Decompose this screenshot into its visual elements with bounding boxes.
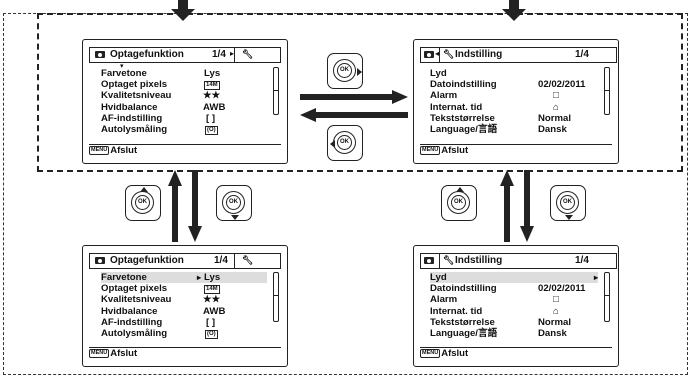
menu-row-alarm[interactable]: Alarm□ (430, 294, 559, 306)
menu-button-icon: MENU (89, 145, 110, 155)
menu-row-kvalitetsniveau[interactable]: Kvalitetsniveau★★ (101, 294, 221, 306)
ok-button-down-left-icon[interactable]: OK (216, 185, 252, 221)
page-indicator: 1/4 (575, 255, 589, 266)
arrow-to-setup (300, 90, 408, 104)
header-bar: Optagefunktion 1/4 🔧︎ (88, 252, 281, 269)
entry-arrow-left (171, 0, 195, 21)
ok-button-down-right-icon[interactable]: OK (550, 185, 586, 221)
menu-row-af-indstilling[interactable]: AF-indstilling[ ] (101, 112, 216, 124)
ok-button-up-right-icon[interactable]: OK (441, 185, 477, 221)
arrow-down-right (520, 170, 534, 242)
header-bar: 🔧︎ Indstilling 1/4 (420, 252, 617, 269)
selection-arrow-icon: ▸ (594, 273, 599, 282)
camera-icon (424, 51, 434, 58)
menu-row-autolysmaaling[interactable]: Autolysmåling(O) (101, 327, 218, 339)
arrow-down-left (188, 170, 202, 242)
ok-button-left-icon[interactable]: OK (327, 125, 363, 161)
exit-label[interactable]: Afslut (110, 348, 138, 359)
menu-row-internat-tid[interactable]: Internat. tid⌂ (430, 101, 559, 113)
menu-row-af-indstilling[interactable]: AF-indstilling[ ] (101, 316, 216, 328)
down-arrow-icon (231, 215, 239, 220)
menu-row-internat-tid[interactable]: Internat. tid⌂ (430, 305, 559, 317)
selection-arrow-icon: ▸ (197, 273, 202, 282)
camera-icon (95, 257, 105, 264)
menu-button-icon: MENU (89, 348, 110, 358)
header-bar: Optagefunktion 1/4 ▸ 🔧︎ (88, 46, 281, 63)
menu-row-farvetone[interactable]: Farvetone▸Lys (101, 272, 267, 284)
wrench-icon: 🔧︎ (443, 255, 455, 265)
header-title: Optagefunktion (110, 255, 184, 266)
menu-row-lyd[interactable]: Lyd (430, 68, 447, 79)
up-arrow-icon (140, 187, 148, 192)
menu-row-alarm[interactable]: Alarm□ (430, 90, 559, 102)
arrow-up-right (500, 170, 514, 242)
exit-label[interactable]: Afslut (110, 145, 138, 156)
menu-button-icon: MENU (420, 348, 441, 358)
ok-button-up-left-icon[interactable]: OK (125, 185, 161, 221)
wrench-icon[interactable]: 🔧︎ (242, 255, 254, 265)
header-title: Optagefunktion (110, 49, 184, 60)
exit-label[interactable]: Afslut (441, 348, 469, 359)
tab-prev-arrow-icon: ◂ (435, 49, 440, 58)
page-indicator: 1/4 (575, 49, 589, 60)
ok-button-right-icon[interactable]: OK (327, 53, 363, 89)
arrow-to-recording (300, 108, 408, 122)
page-indicator: 1/4 (214, 255, 228, 266)
tab-next-arrow-icon: ▸ (230, 49, 235, 58)
scrollbar[interactable] (273, 67, 279, 115)
scrollbar[interactable] (273, 272, 279, 322)
wrench-icon[interactable]: 🔧︎ (242, 49, 254, 59)
menu-row-autolysmaaling[interactable]: Autolysmåling(O) (101, 123, 218, 135)
menu-button-icon: MENU (420, 145, 441, 155)
right-arrow-icon (357, 68, 362, 76)
wrench-icon: 🔧︎ (443, 49, 455, 59)
header-title: Indstilling (455, 49, 503, 60)
header-title: Indstilling (455, 255, 503, 266)
header-bar: ◂ 🔧︎ Indstilling 1/4 (420, 46, 617, 63)
cursor-down-icon: ▾ (120, 63, 124, 70)
scrollbar[interactable] (604, 67, 610, 115)
menu-row-lyd[interactable]: Lyd▸ (430, 272, 599, 284)
camera-icon (95, 51, 105, 58)
page-indicator: 1/4 (212, 49, 226, 60)
entry-arrow-right (502, 0, 526, 21)
camera-icon (424, 257, 434, 264)
arrow-up-left (168, 170, 182, 242)
scrollbar[interactable] (604, 272, 610, 322)
exit-label[interactable]: Afslut (441, 145, 469, 156)
top-row-dashed-frame (37, 13, 683, 172)
up-arrow-icon (456, 187, 464, 192)
screen-recording-menu-selected: Optagefunktion 1/4 🔧︎ Farvetone▸Lys Opta… (82, 245, 288, 367)
down-arrow-icon (565, 215, 573, 220)
left-arrow-icon (330, 140, 335, 148)
menu-row-kvalitetsniveau[interactable]: Kvalitetsniveau★★ (101, 90, 221, 102)
screen-setup-menu-top: ◂ 🔧︎ Indstilling 1/4 Lyd Datoindstilling… (413, 39, 619, 164)
